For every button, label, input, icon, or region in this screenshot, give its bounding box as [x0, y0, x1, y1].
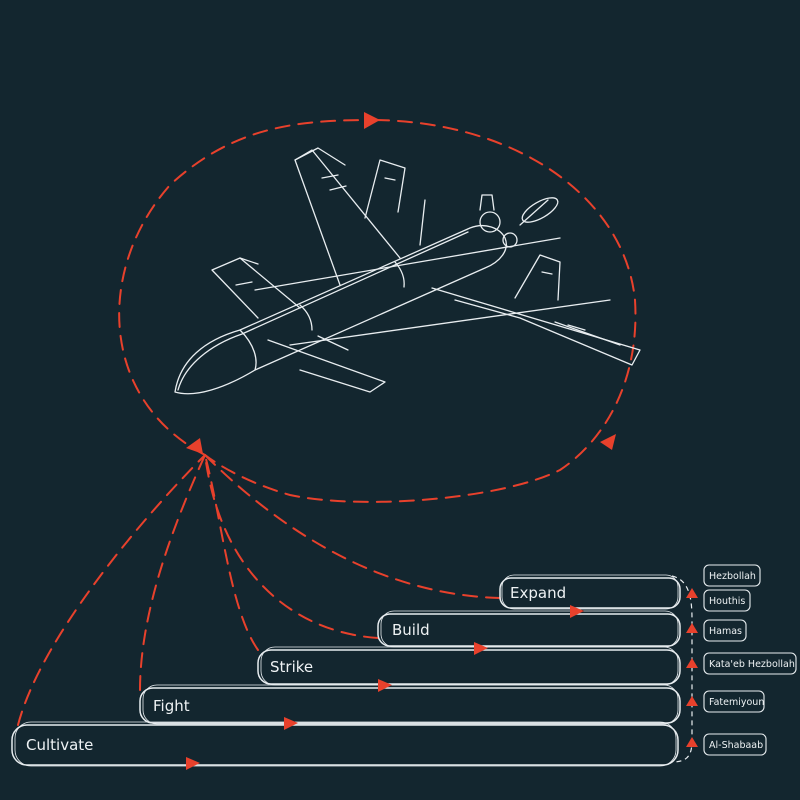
step-strike: Strike	[257, 646, 681, 686]
step-label: Fight	[153, 697, 190, 715]
group-al-shabaab: Al-Shabaab	[703, 733, 767, 756]
group-houthis: Houthis	[703, 589, 751, 612]
group-label: Fatemiyoun	[709, 697, 764, 708]
cycle-loop	[118, 112, 637, 503]
group-label: Kata'eb Hezbollah	[709, 659, 795, 670]
step-label: Strike	[270, 658, 313, 676]
step-label: Cultivate	[26, 736, 93, 754]
group-label: Hezbollah	[709, 571, 756, 582]
group-connector	[671, 575, 698, 763]
group-label: Houthis	[709, 596, 745, 607]
drone-icon	[174, 147, 641, 395]
cycle-arrow-left	[186, 438, 203, 454]
group-hamas: Hamas	[703, 619, 747, 642]
step-fight: Fight	[139, 684, 681, 725]
step-bars: Expand Build Strike Fight Cultivate	[11, 574, 681, 767]
step-cultivate: Cultivate	[11, 721, 679, 767]
group-kataeb-hezbollah: Kata'eb Hezbollah	[703, 652, 797, 675]
step-expand: Expand	[499, 574, 681, 610]
group-labels: Hezbollah Houthis Hamas Kata'eb Hezbolla…	[703, 564, 797, 756]
group-label: Al-Shabaab	[709, 740, 763, 751]
bar-arrows	[186, 605, 584, 770]
group-fatemiyoun: Fatemiyoun	[703, 690, 765, 713]
group-label: Hamas	[709, 626, 742, 637]
step-label: Build	[392, 621, 430, 639]
group-hezbollah: Hezbollah	[703, 564, 761, 587]
cycle-arrow-right	[600, 434, 616, 450]
feeder-lines	[17, 454, 501, 726]
cycle-arrow-top	[364, 112, 380, 129]
step-label: Expand	[510, 584, 566, 602]
step-build: Build	[377, 610, 681, 648]
